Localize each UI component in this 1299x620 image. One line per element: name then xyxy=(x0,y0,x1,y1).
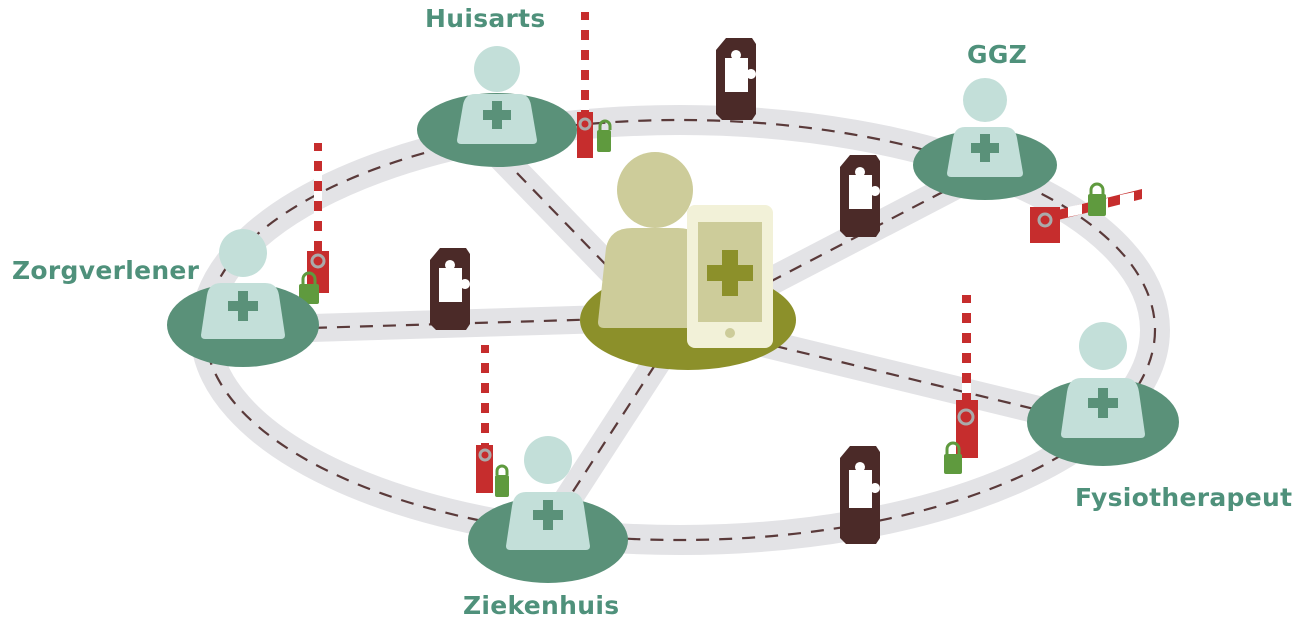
label-fysiotherapeut: Fysiotherapeut xyxy=(1075,483,1293,512)
person-icon xyxy=(947,78,1023,177)
node-huisarts xyxy=(417,46,577,167)
puzzle-piece-icon xyxy=(840,446,880,544)
medical-cross-icon xyxy=(1088,388,1118,418)
label-ggz: GGZ xyxy=(967,40,1028,69)
barrier-gate-icon xyxy=(956,295,978,458)
medical-cross-icon xyxy=(707,250,753,296)
patient-icon xyxy=(598,152,712,328)
padlock-icon xyxy=(944,441,962,474)
node-ziekenhuis xyxy=(468,436,628,583)
padlock-icon xyxy=(1088,182,1106,216)
barrier-gate-icon xyxy=(307,143,329,293)
barriers xyxy=(299,12,1142,497)
person-icon xyxy=(1061,322,1145,438)
padlock-icon xyxy=(597,119,612,152)
person-icon xyxy=(457,46,537,144)
label-huisarts: Huisarts xyxy=(425,4,546,33)
medical-cross-icon xyxy=(971,134,999,162)
label-zorgverlener: Zorgverlener xyxy=(12,256,200,285)
barrier-gate-icon xyxy=(577,12,593,158)
puzzle-cards xyxy=(430,38,880,544)
padlock-icon xyxy=(495,464,509,497)
node-ggz xyxy=(913,78,1057,200)
medical-cross-icon xyxy=(228,291,258,321)
padlock-icon xyxy=(299,271,319,304)
node-fysiotherapeut xyxy=(1027,322,1179,466)
node-zorgverlener xyxy=(167,229,319,367)
label-ziekenhuis: Ziekenhuis xyxy=(463,591,620,620)
smartphone-icon xyxy=(687,205,773,348)
barrier-gate-icon xyxy=(476,345,493,493)
puzzle-piece-icon xyxy=(840,155,880,237)
puzzle-piece-icon xyxy=(430,248,470,330)
medical-cross-icon xyxy=(483,101,511,129)
center-patient xyxy=(580,152,796,370)
puzzle-piece-icon xyxy=(716,38,756,120)
medical-cross-icon xyxy=(533,500,563,530)
